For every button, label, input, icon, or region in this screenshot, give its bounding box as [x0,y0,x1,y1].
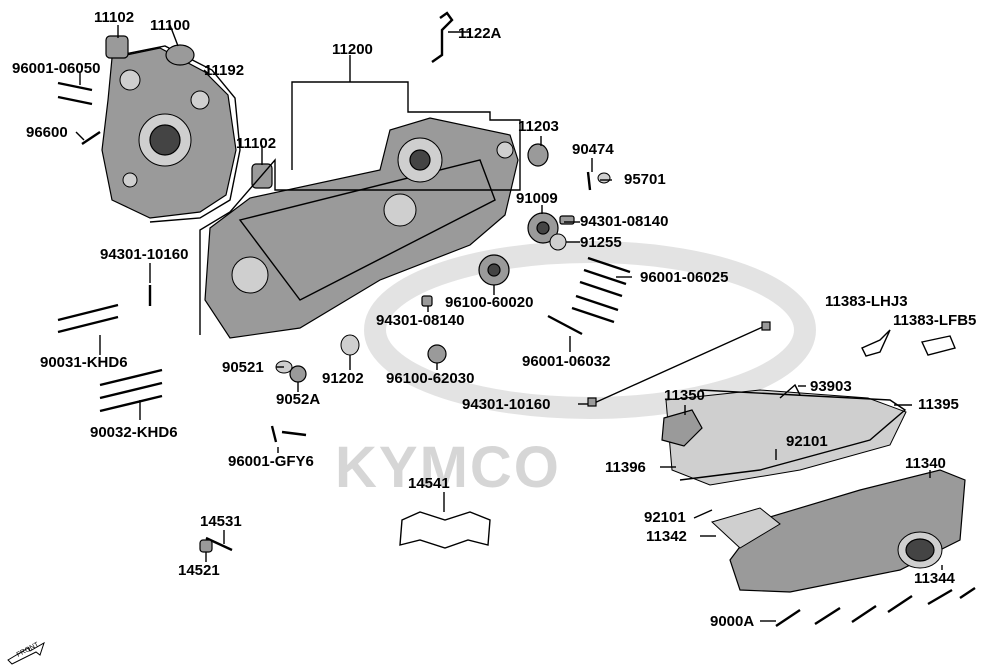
gasket-14541 [399,511,491,549]
bearing-11102a [105,35,129,59]
bolts-96001-06050 [57,81,93,106]
label-11203: 11203 [518,118,559,135]
front-arrow-icon: FRONT [7,641,45,665]
label-11102-a: 11102 [94,9,134,26]
grommet-93903 [779,383,801,399]
label-11192: 11192 [204,62,244,79]
bolts-96001-06025 [571,256,631,324]
label-11396: 11396 [605,459,646,476]
label-1122A: 1122A [458,25,502,42]
bearing-96100-62030 [427,344,447,364]
label-96001-06050: 96001-06050 [12,60,100,77]
label-96001-06025: 96001-06025 [640,269,728,286]
label-96001-06032: 96001-06032 [522,353,610,370]
label-11344: 11344 [914,570,956,587]
label-11100: 11100 [150,17,190,34]
label-94301-10160-a: 94301-10160 [100,246,188,263]
label-11102-b: 11102 [236,135,276,152]
label-94301-10160-b: 94301-10160 [462,396,550,413]
label-95701: 95701 [624,171,666,188]
group-bracket-11200 [199,81,521,335]
label-9000A: 9000A [710,613,754,630]
seal-11203 [527,143,549,167]
pin-94301-08140a [559,215,575,225]
label-90032-KHD6: 90032-KHD6 [90,424,178,441]
label-96100-60020: 96100-60020 [445,294,533,311]
pin-96600 [81,131,101,145]
label-91202: 91202 [322,370,364,387]
studs-90032-KHD6 [99,368,163,413]
bolt-96001-GFY6 [270,425,307,443]
label-11342: 11342 [646,528,687,545]
label-11383-LHJ3: 11383-LHJ3 [825,293,908,310]
label-11350: 11350 [664,387,705,404]
label-94301-08140-b: 94301-08140 [376,312,464,329]
leader-lines [75,24,943,622]
bolt-96001-06032 [547,314,583,336]
label-96001-GFY6: 96001-GFY6 [228,453,314,470]
label-14531: 14531 [200,513,242,530]
duct-11342 [711,507,781,549]
clip-11383-LHJ3 [861,329,891,357]
label-93903: 93903 [810,378,852,395]
crankcase-left-11200 [204,117,519,339]
crankcase-right-11100 [101,47,237,219]
label-14521: 14521 [178,562,220,579]
label-91009: 91009 [516,190,558,207]
label-11383-LFB5: 11383-LFB5 [893,312,976,329]
label-94301-08140-a: 94301-08140 [580,213,668,230]
label-96100-62030: 96100-62030 [386,370,474,387]
label-92101-b: 92101 [644,509,686,526]
label-11340: 11340 [905,455,946,472]
filter-11350 [661,409,703,447]
washer-95701 [597,172,611,184]
bearing-top-11100 [165,44,195,66]
bearing-91009 [527,212,559,244]
label-9052A: 9052A [276,391,320,408]
washer-14521 [199,539,213,553]
watermark: KYMCO [335,241,816,500]
bolt-90474 [586,171,592,191]
pin-94301-10160b [587,321,771,407]
label-91255: 91255 [580,234,622,251]
emblem-11344 [905,538,935,562]
bolts-9000A [775,587,976,627]
studs-90031-KHD6 [57,303,119,334]
watermark-text: KYMCO [335,435,561,500]
bearing-96100-60020 [478,254,510,286]
label-14541: 14541 [408,475,450,492]
label-96600: 96600 [26,124,68,141]
label-11395: 11395 [918,396,959,413]
bolt-9052A [289,365,307,383]
cover-seal-11395 [679,389,907,481]
label-90521: 90521 [222,359,264,376]
inner-cover-11396 [665,389,907,486]
label-90031-KHD6: 90031-KHD6 [40,354,128,371]
pin-94301-08140b [421,295,433,307]
label-11200: 11200 [332,41,373,58]
clip-11383-LFB5 [920,335,956,356]
pipe-1122A [431,11,454,63]
seal-91202 [340,334,360,356]
label-92101-a: 92101 [786,433,828,450]
oil-seal-91255 [549,233,567,251]
label-90474: 90474 [572,141,614,158]
